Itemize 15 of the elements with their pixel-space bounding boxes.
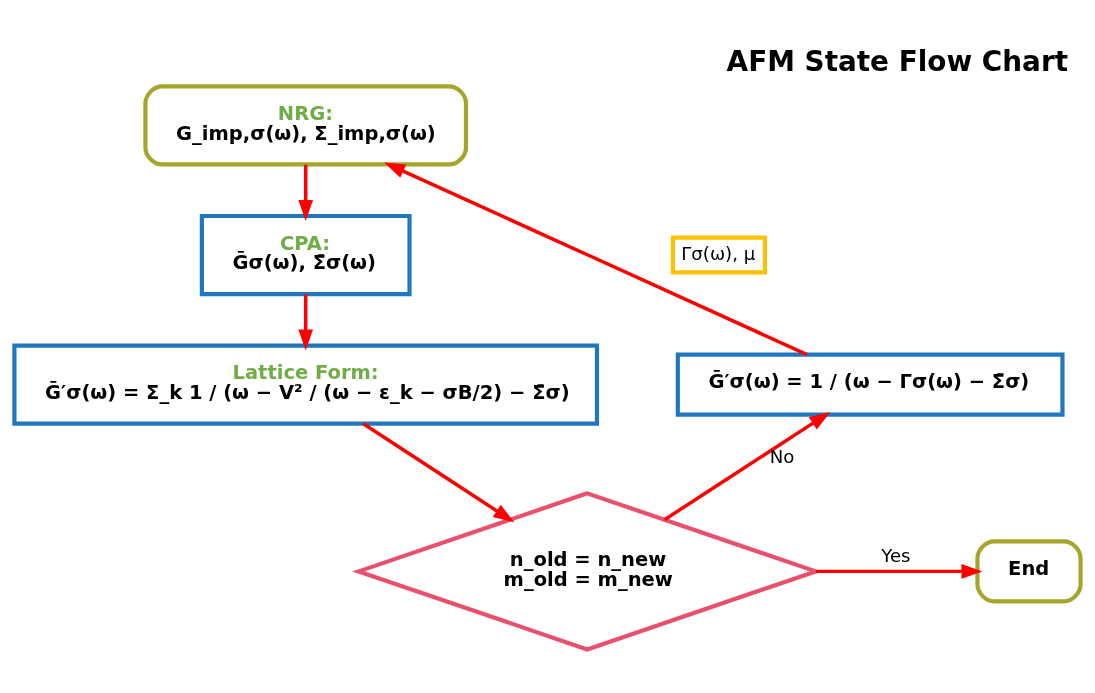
arrow bbox=[815, 563, 983, 579]
arrow bbox=[663, 411, 831, 521]
arrow bbox=[298, 164, 314, 221]
diagram-title: AFM State Flow Chart bbox=[726, 44, 1068, 78]
arrow bbox=[384, 161, 808, 356]
edge-label: No bbox=[769, 445, 795, 467]
node-box: CPA: Ḡσ(ω), Σ̄σ(ω) bbox=[199, 213, 412, 296]
arrow bbox=[362, 421, 515, 522]
arrow bbox=[298, 293, 314, 350]
edge-label: Γσ(ω), μ bbox=[681, 242, 756, 264]
node-box: NRG: G_imp,σ(ω), Σ_imp,σ(ω) bbox=[143, 83, 469, 166]
node-box: Ḡ′σ(ω) = 1 / (ω − Γσ(ω) − Σ̄σ) bbox=[675, 352, 1065, 417]
node-box: End bbox=[975, 538, 1083, 603]
node-box: Lattice Form: Ḡ′σ(ω) = Σ_k 1 / (ω − V² / (ω − ε_k − σB/2) − Σ̄σ) bbox=[12, 343, 600, 426]
edge-label: Yes bbox=[881, 544, 911, 566]
